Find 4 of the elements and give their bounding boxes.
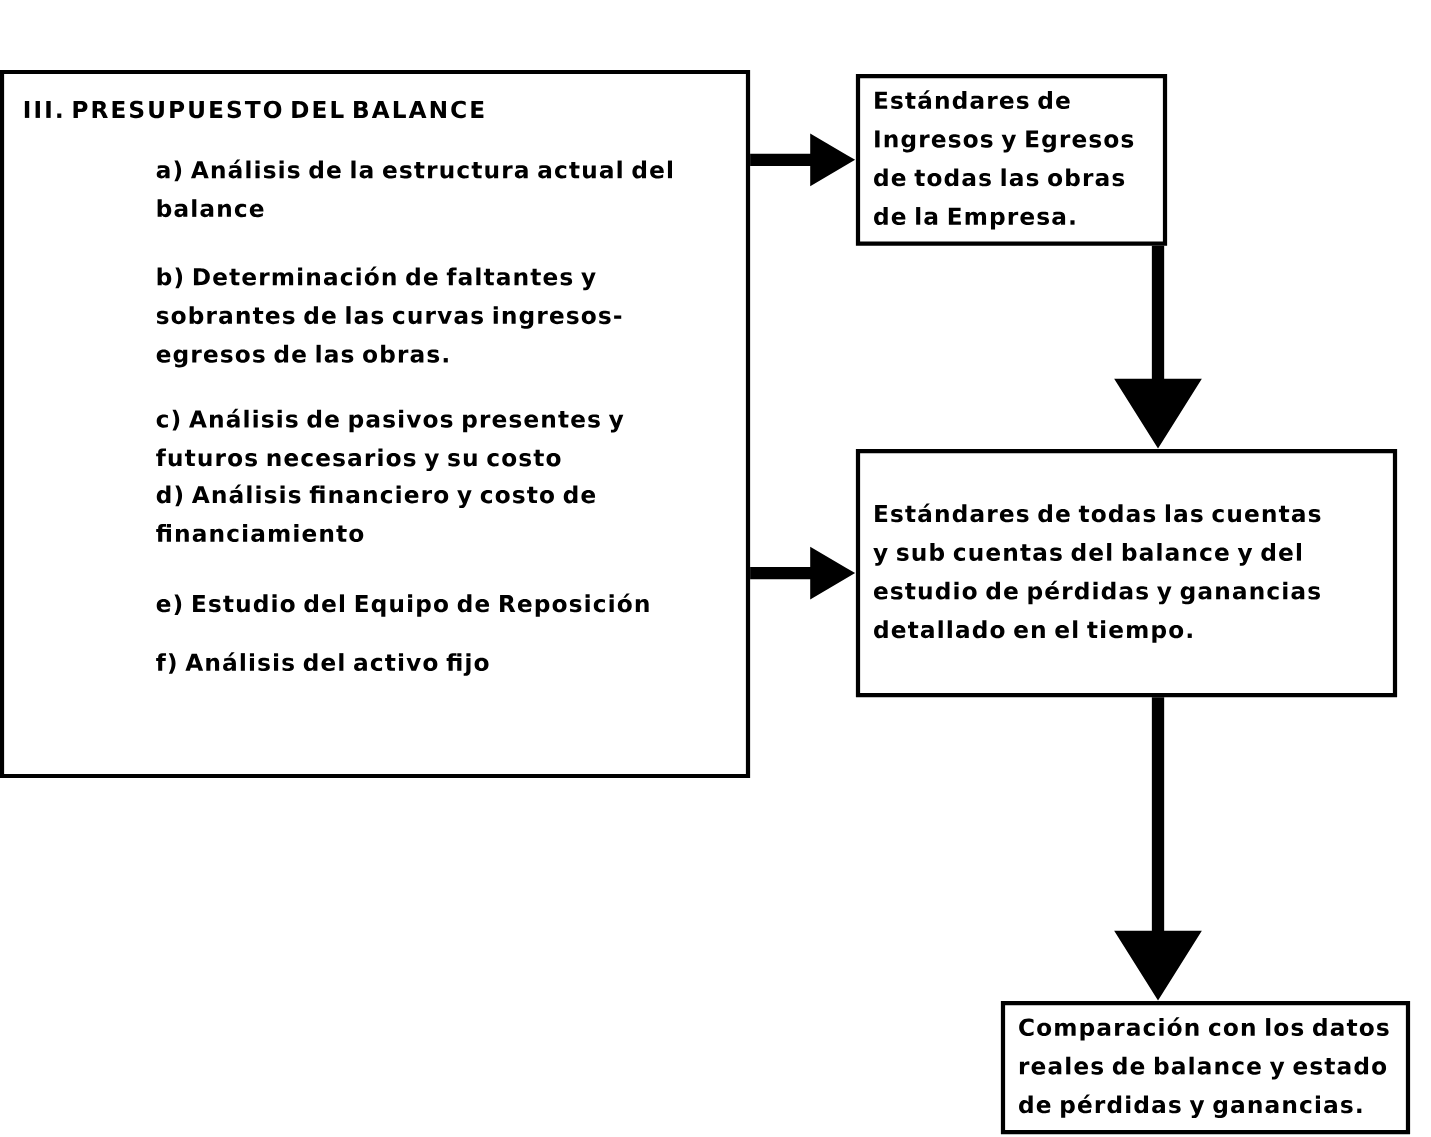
text-box: Comparación con los datos reales de balance y estado de pérdidas y ganancias. bbox=[1000, 1001, 1411, 1135]
text-box: Estándares de Ingresos y Egresos de todas las obras de la Empresa. bbox=[855, 74, 1168, 246]
text-box: III. PRESUPUESTO DEL BALANCE a) Análisis de la estructura actual del balance b) Determinación de faltantes y sobrantes de las curvas ingresos-egresos de las obras. c) Análisis de pasivos presentes y futuros necesarios y su costo d) Análisis financiero y costo de financiamiento e) Estudio del Equipo de Reposición f) Análisis del activo fijo bbox=[0, 69, 751, 779]
text-box: Estándares de todas las cuentas y sub cuentas del balance y del estudio de pérdidas y ganancias detallado en el tiempo. bbox=[855, 448, 1398, 698]
